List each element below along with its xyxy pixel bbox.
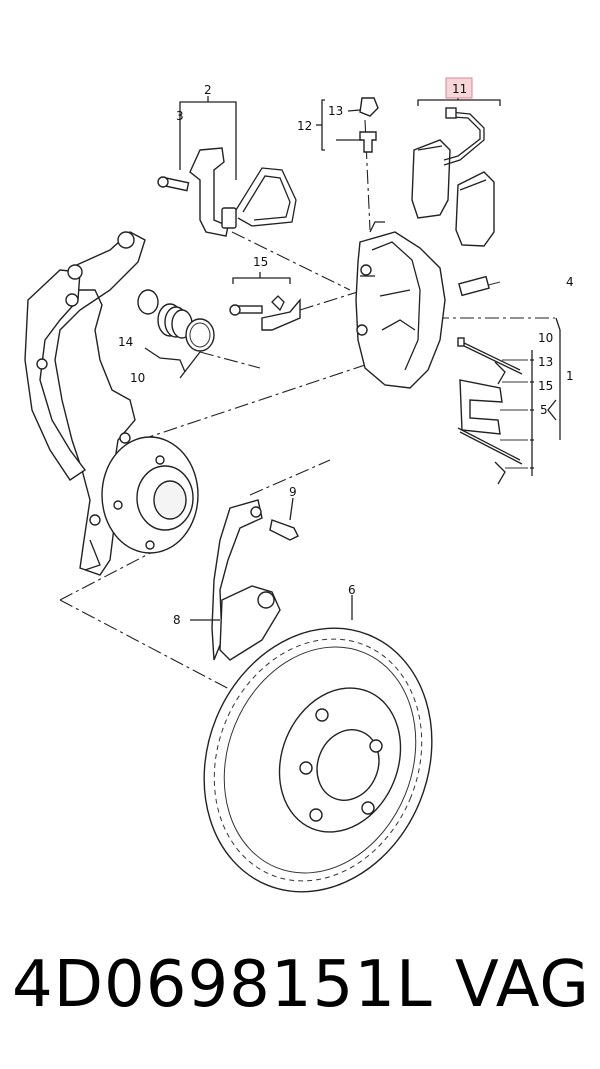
part-number: 4D0698151L xyxy=(12,948,433,1022)
guide-pin-group xyxy=(229,272,301,331)
highlight-box xyxy=(445,77,473,99)
brake-pad-set xyxy=(411,96,501,247)
brake-caliper xyxy=(355,221,490,389)
caliper-spring-group xyxy=(157,96,297,237)
callout-12: 12 xyxy=(297,119,312,133)
callout-9: 9 xyxy=(289,485,297,499)
splash-shield xyxy=(190,497,299,661)
callout-3: 3 xyxy=(176,109,184,123)
brake-disc xyxy=(203,595,433,893)
callout-4: 4 xyxy=(566,275,574,289)
callout-15-top: 15 xyxy=(253,255,268,269)
callout-8: 8 xyxy=(173,613,181,627)
pad-hardware-kit xyxy=(457,317,561,485)
brand-name: VAG xyxy=(455,948,590,1022)
brake-exploded-diagram: 11 2 3 13 12 15 4 14 10 10 13 1 15 5 9 8… xyxy=(24,77,574,893)
bleed-screw-group xyxy=(316,97,379,153)
callout-11: 11 xyxy=(452,82,467,96)
piston-seal-group xyxy=(137,289,215,379)
callout-labels: 11 2 3 13 12 15 4 14 10 10 13 1 15 5 9 8… xyxy=(118,77,574,627)
steering-knuckle xyxy=(24,231,146,576)
callout-5: 5 xyxy=(540,403,548,417)
callout-14: 14 xyxy=(118,335,133,349)
callout-10-right: 10 xyxy=(538,331,553,345)
callout-2: 2 xyxy=(204,83,212,97)
callout-1: 1 xyxy=(566,369,574,383)
callout-10-left: 10 xyxy=(130,371,145,385)
callout-6: 6 xyxy=(348,583,356,597)
callout-13-right: 13 xyxy=(538,355,553,369)
callout-15-right: 15 xyxy=(538,379,553,393)
wheel-hub xyxy=(101,432,199,554)
callout-13-top: 13 xyxy=(328,104,343,118)
